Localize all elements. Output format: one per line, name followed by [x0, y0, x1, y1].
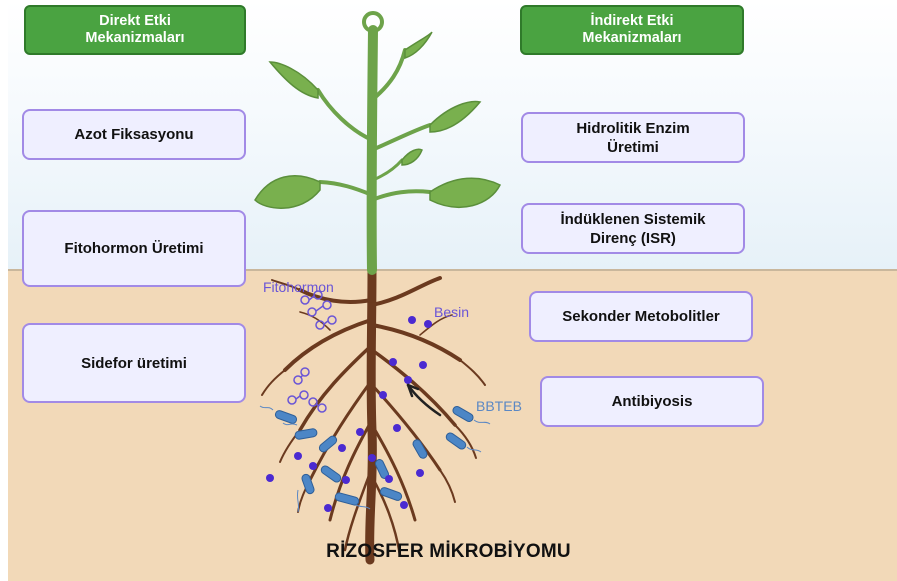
- besin-label: Besin: [434, 304, 469, 320]
- indirect-mechanism-antibiyosis: Antibiyosis: [540, 376, 764, 427]
- diagram-title: RİZOSFER MİKROBİYOMU: [0, 541, 897, 563]
- direct-mechanism-azot-fiksasyonu: Azot Fiksasyonu: [22, 109, 246, 160]
- arrow: [408, 385, 440, 415]
- indirect-mechanism-isr: İndüklenen Sistemik Direnç (ISR): [521, 203, 745, 254]
- indirect-mechanism-hidrolitik-enzim: Hidrolitik Enzim Üretimi: [521, 112, 745, 163]
- direct-mechanisms-header: Direkt Etki Mekanizmaları: [24, 5, 246, 55]
- fitohormon-label: Fitohormon: [263, 279, 334, 295]
- fitohormon-molecules: [288, 291, 336, 412]
- direct-mechanism-fitohormon-uretimi: Fitohormon Üretimi: [22, 210, 246, 287]
- bbteb-label: BBTEB: [476, 398, 522, 414]
- direct-mechanism-sidefor-uretimi: Sidefor üretimi: [22, 323, 246, 403]
- indirect-mechanisms-header: İndirekt Etki Mekanizmaları: [520, 5, 744, 55]
- indirect-mechanism-sekonder-metobolitler: Sekonder Metobolitler: [529, 291, 753, 342]
